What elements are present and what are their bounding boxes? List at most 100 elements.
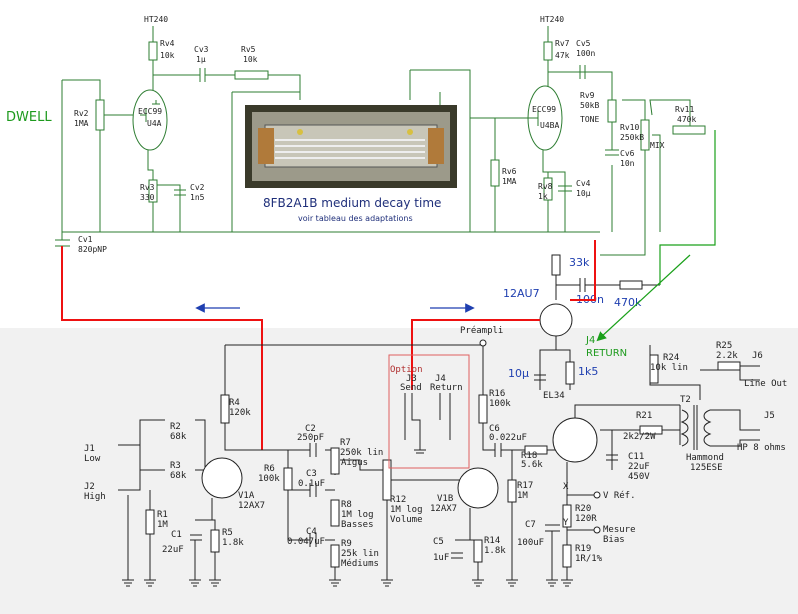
svg-text:125ESE: 125ESE [690,463,723,473]
return-stage-wiring [534,254,660,390]
svg-text:120k: 120k [229,408,251,418]
svg-text:820pNP: 820pNP [78,245,107,254]
svg-text:R20: R20 [575,504,591,514]
rv4-resistor: Rv4 10k [148,39,175,61]
svg-text:68k: 68k [170,471,187,481]
svg-text:50kB: 50kB [580,101,599,110]
option-box [388,354,470,469]
svg-text:R18: R18 [521,451,537,461]
svg-text:10k: 10k [243,55,258,64]
svg-text:Rv7: Rv7 [555,39,570,48]
svg-text:MIX: MIX [650,141,665,150]
svg-text:1k: 1k [538,192,548,201]
svg-text:1.8k: 1.8k [484,546,506,556]
svg-text:Rv4: Rv4 [160,39,175,48]
svg-text:68k: 68k [170,432,187,442]
svg-text:C6: C6 [489,424,500,434]
svg-text:Rv9: Rv9 [580,91,595,100]
ground-symbols [122,579,573,587]
svg-text:J1: J1 [84,444,95,454]
svg-text:1R/1%: 1R/1% [575,554,603,564]
svg-text:V1B: V1B [437,494,453,504]
cv5-capacitor: Cv5 100n [576,39,595,79]
svg-text:R14: R14 [484,536,500,546]
green-return-arrow [596,254,691,342]
svg-text:Rv5: Rv5 [241,45,256,54]
svg-text:100k: 100k [489,399,511,409]
tank-model-label: 8FB2A1B medium decay time [263,196,441,210]
cv4-capacitor: Cv4 10µ [558,179,591,198]
tube-left-type: ECC99 [138,107,162,116]
svg-text:R2: R2 [170,422,181,432]
svg-text:1MA: 1MA [74,119,89,128]
j4-return-ref: J4 [585,335,595,346]
svg-text:1M log: 1M log [341,510,374,520]
svg-text:R21: R21 [636,411,652,421]
rv7-resistor: Rv7 47k [543,39,570,61]
c-10u-label: 10µ [508,367,529,380]
svg-text:100k: 100k [258,474,280,484]
svg-text:J3: J3 [406,374,417,384]
svg-text:R8: R8 [341,500,352,510]
power-amp-background [0,328,798,614]
svg-text:12AX7: 12AX7 [238,501,265,511]
svg-text:Préampli: Préampli [460,325,503,336]
svg-text:R7: R7 [340,438,351,448]
svg-text:R5: R5 [222,528,233,538]
green-mix-wire [659,130,716,285]
svg-text:330: 330 [140,193,155,202]
tank-note: voir tableau des adaptations [298,214,413,223]
svg-text:R4: R4 [229,398,240,408]
svg-text:10k: 10k [160,51,175,60]
svg-text:C4: C4 [306,527,317,537]
svg-text:EL34: EL34 [543,391,565,401]
svg-text:X: X [563,482,569,492]
svg-text:J2: J2 [84,482,95,492]
svg-text:Rv10: Rv10 [620,123,639,132]
svg-text:Send: Send [400,383,422,393]
svg-text:0.022uF: 0.022uF [489,433,527,443]
j4-return-label: RETURN [586,348,627,359]
svg-text:Y: Y [563,518,569,528]
lower-labels: Préampli Option J3 Send J4 Return R4 120… [84,325,787,569]
svg-text:1MA: 1MA [502,177,517,186]
svg-text:Médiums: Médiums [341,558,379,569]
reverb-tank-photo [245,105,457,188]
svg-text:100uF: 100uF [517,538,544,548]
svg-text:1uF: 1uF [433,553,449,563]
svg-text:25k lin: 25k lin [341,549,379,559]
rv10-potentiometer: Rv10 250kB MIX [620,119,665,151]
r-1k5-label: 1k5 [578,365,598,378]
tube-ecc99-left: ECC99 U4A [132,89,168,151]
preamp-wiring [118,339,760,580]
svg-text:C11: C11 [628,452,644,462]
svg-text:450V: 450V [628,472,650,482]
tube-ecc99-right: ECC99 U4BA [520,85,563,151]
svg-text:C2: C2 [305,424,316,434]
svg-text:Rv2: Rv2 [74,109,89,118]
svg-text:Aigus: Aigus [341,458,368,468]
tube-12au7-label: 12AU7 [503,287,540,300]
svg-text:250pF: 250pF [297,433,324,443]
svg-text:Volume: Volume [390,515,423,525]
svg-text:Cv5: Cv5 [576,39,591,48]
rv6-resistor: Rv6 1MA [490,159,517,187]
svg-text:1.8k: 1.8k [222,538,244,548]
svg-text:1M log: 1M log [390,505,423,515]
rv2-potentiometer: Rv2 1MA [74,99,115,131]
svg-text:T2: T2 [680,395,691,405]
cv3-capacitor: Cv3 1µ [194,45,215,82]
svg-text:Bias: Bias [603,535,625,545]
svg-text:12AX7: 12AX7 [430,504,457,514]
svg-text:R1: R1 [157,510,168,520]
svg-text:R24: R24 [663,353,679,363]
svg-text:C7: C7 [525,520,536,530]
svg-text:1µ: 1µ [196,55,206,64]
red-return-wire [411,319,540,390]
ht-left-label: HT240 [144,15,168,24]
svg-text:470k: 470k [677,115,696,124]
dwell-label: DWELL [6,110,52,125]
svg-text:Mesure: Mesure [603,525,636,535]
svg-text:R25: R25 [716,341,732,351]
